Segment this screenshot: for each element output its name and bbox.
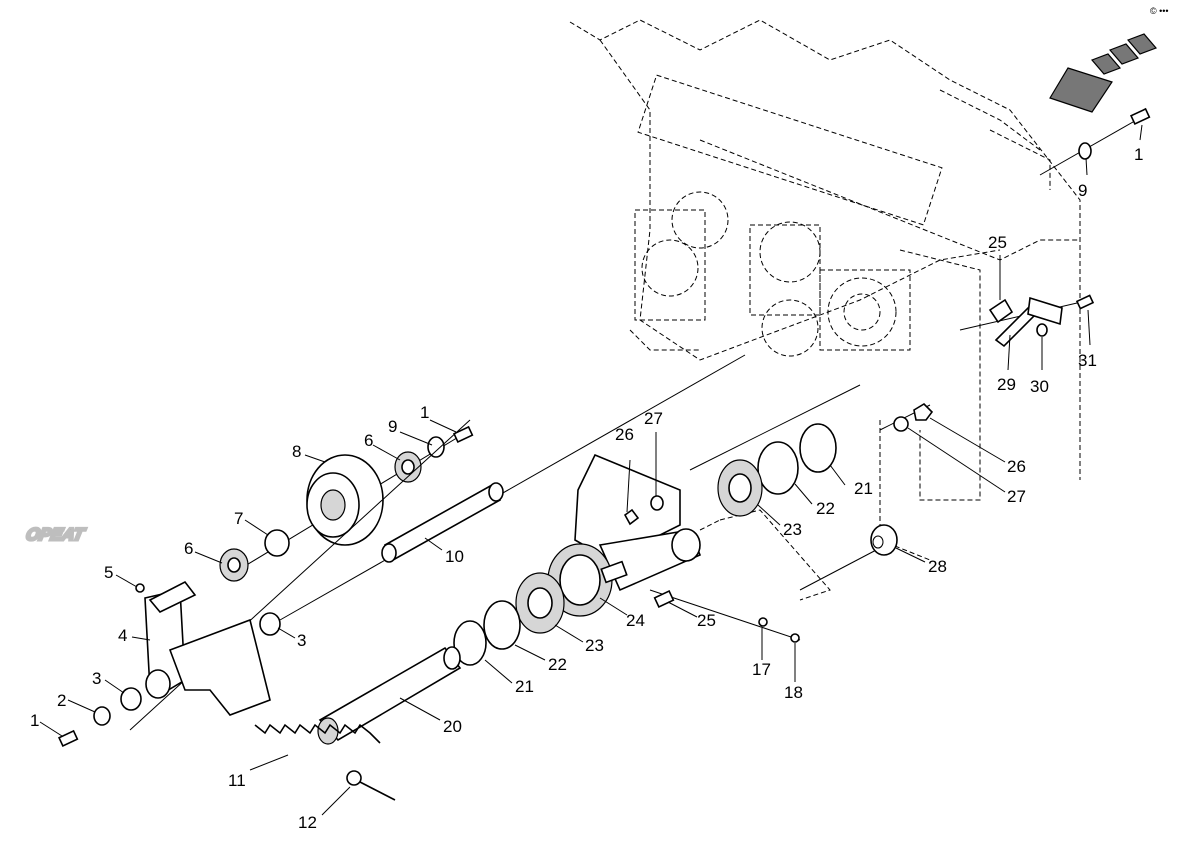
- callout-12: 12: [298, 813, 317, 832]
- callout-23: 23: [783, 520, 802, 539]
- watermark: OPEAT: [23, 523, 89, 546]
- callout-24: 24: [626, 611, 645, 630]
- callout-30: 30: [1030, 377, 1049, 396]
- shaft-10: [381, 482, 504, 563]
- ring-22-left: [483, 600, 521, 650]
- grease-nipple-5: [135, 583, 145, 593]
- pulley-assembly: [219, 425, 474, 582]
- bushing-28: [799, 524, 898, 591]
- lower-bolts: [649, 589, 801, 643]
- nut-26-center: [623, 508, 640, 526]
- washer-27-center: [650, 495, 664, 511]
- callout-27: 27: [1007, 487, 1026, 506]
- bracket-24: [547, 453, 702, 617]
- callout-9: 9: [1078, 181, 1087, 200]
- callout-labels: 1 9 25 29 30 31 26 27 28 1 9 6 8 7 6 10 …: [30, 145, 1143, 832]
- spacer-3-upper: [259, 612, 281, 636]
- callout-9: 9: [388, 417, 397, 436]
- callout-20: 20: [443, 717, 462, 736]
- spacer-3-lower: [120, 687, 142, 711]
- callout-3: 3: [297, 631, 306, 650]
- callout-1: 1: [30, 711, 39, 730]
- callout-18: 18: [784, 683, 803, 702]
- bolt-31: [1075, 294, 1095, 310]
- spacer-7: [264, 529, 290, 557]
- bearing-stack-right: [717, 423, 837, 517]
- axis-line-mid: [689, 384, 861, 471]
- washer-2: [93, 706, 111, 726]
- callout-7: 7: [234, 509, 243, 528]
- circlip-21-right: [799, 423, 837, 473]
- nut-26-right: [913, 402, 934, 421]
- callout-27: 27: [644, 409, 663, 428]
- callout-11: 11: [228, 771, 246, 790]
- leader-lines: [39, 124, 1143, 816]
- shaft-20: [317, 646, 462, 745]
- watermark-text: OPEAT: [24, 524, 87, 544]
- bearing-stack-left: [453, 572, 565, 666]
- machine-frame: [569, 19, 1081, 601]
- callout-21: 21: [515, 677, 534, 696]
- bolt-25-top: [988, 298, 1014, 324]
- circlip-21-left: [453, 620, 487, 666]
- callout-26: 26: [615, 425, 634, 444]
- callout-29: 29: [997, 375, 1016, 394]
- callout-31: 31: [1078, 351, 1097, 370]
- pin-plate: [1027, 296, 1063, 326]
- axis-line-upper: [279, 354, 746, 621]
- pivot-pin-assembly: [959, 294, 1095, 348]
- washer-27-right: [893, 416, 909, 432]
- callout-23: 23: [585, 636, 604, 655]
- callout-22: 22: [548, 655, 567, 674]
- corner-mark: © •••: [1150, 6, 1169, 16]
- callout-1: 1: [420, 403, 429, 422]
- callout-1: 1: [1134, 145, 1143, 164]
- nut-washer-right: [879, 402, 934, 432]
- callout-6: 6: [184, 539, 193, 558]
- callout-22: 22: [816, 499, 835, 518]
- spring-11: [254, 723, 381, 744]
- eye-bolt-12: [346, 770, 396, 801]
- washer-9-top: [1078, 142, 1092, 160]
- callout-8: 8: [292, 442, 301, 461]
- callout-26: 26: [1007, 457, 1026, 476]
- callout-3: 3: [92, 669, 101, 688]
- callout-10: 10: [445, 547, 464, 566]
- callout-25: 25: [697, 611, 716, 630]
- callout-17: 17: [752, 660, 771, 679]
- top-right-bolt-assembly: [1039, 107, 1151, 176]
- bolt-1-top: [1129, 107, 1151, 125]
- ring-22-right: [757, 441, 799, 495]
- callout-25: 25: [988, 233, 1007, 252]
- nut-18: [790, 633, 800, 643]
- callout-6: 6: [364, 431, 373, 450]
- bolt-25-lower: [653, 590, 675, 608]
- direction-arrow-icon: [1049, 33, 1158, 113]
- washer-9-mid: [427, 436, 445, 458]
- callout-28: 28: [928, 557, 947, 576]
- bolt-1-mid: [452, 425, 474, 443]
- callout-21: 21: [854, 479, 873, 498]
- washer-17: [758, 617, 768, 627]
- washer-30: [1036, 323, 1048, 337]
- callout-2: 2: [57, 691, 66, 710]
- callout-5: 5: [104, 563, 113, 582]
- callout-4: 4: [118, 626, 127, 645]
- lever-arm-4: [57, 419, 471, 747]
- bolt-1-lower: [57, 729, 79, 747]
